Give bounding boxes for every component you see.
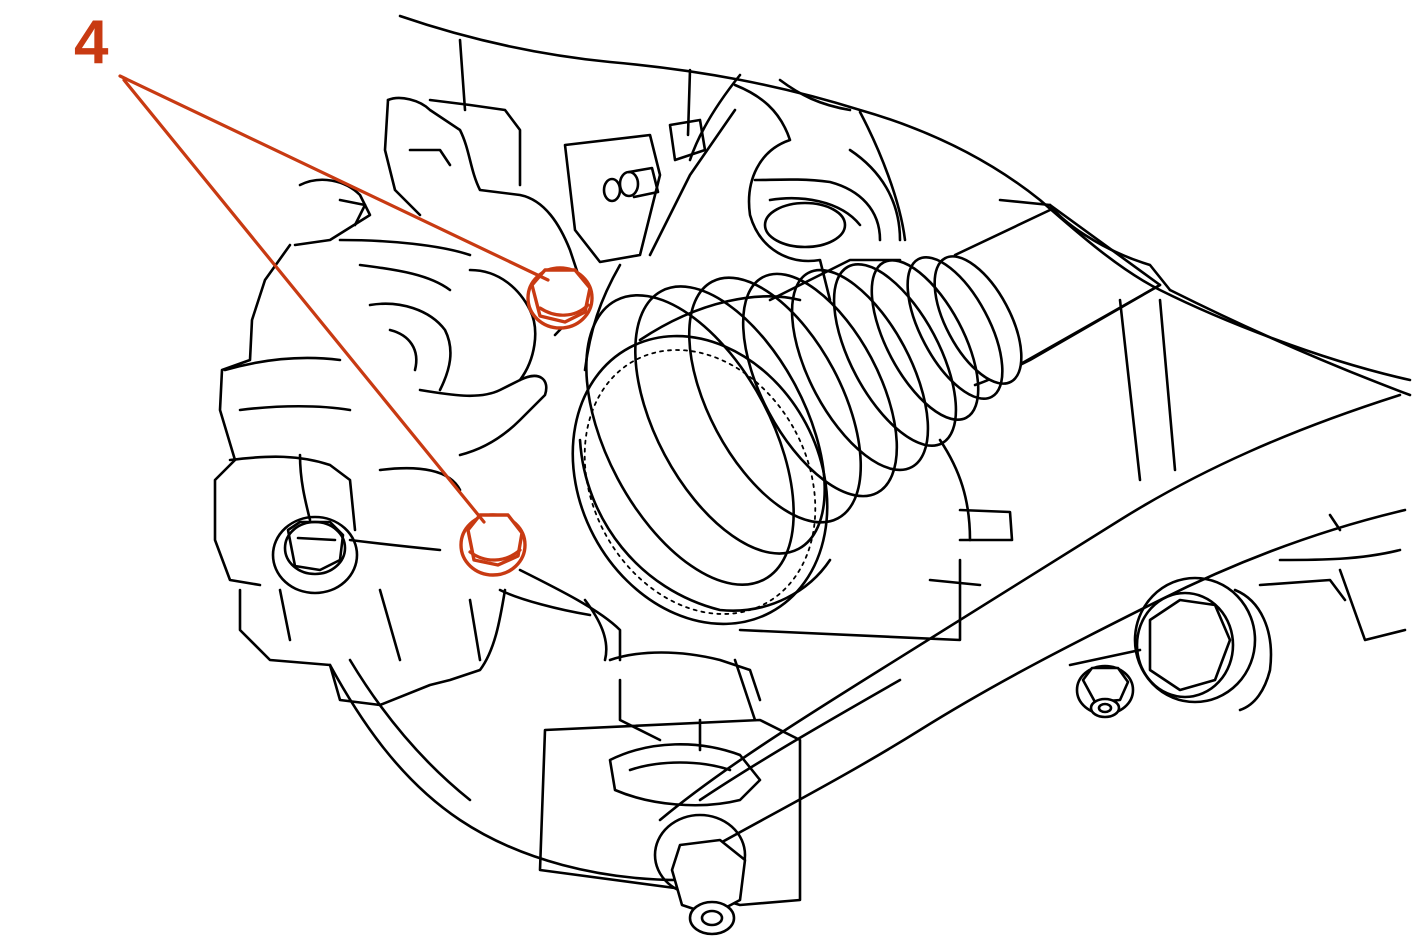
upper-frame-outline [398, 14, 1412, 482]
caliper-slide-bolt [271, 515, 359, 595]
leader-line-upper [118, 74, 550, 282]
callout-leader-lines [118, 74, 550, 524]
cv-axle-boot [585, 198, 1162, 587]
hub-tone-ring [571, 334, 832, 626]
ball-joint-nut [653, 813, 747, 936]
caliper-bracket-bolt-upper [526, 266, 594, 330]
top-bracket [563, 118, 707, 264]
stabilizer-link-bushing [1068, 576, 1347, 719]
lower-control-arm [658, 393, 1407, 862]
ball-joint [538, 718, 802, 907]
callout-bolts [459, 266, 594, 577]
steering-knuckle [583, 83, 902, 372]
brake-caliper [213, 96, 583, 707]
leader-line-lower [122, 78, 486, 524]
callout-number-label: 4 [74, 8, 109, 77]
caliper-bracket-bolt-lower [459, 513, 527, 577]
knuckle-lower-arm [328, 438, 1014, 882]
